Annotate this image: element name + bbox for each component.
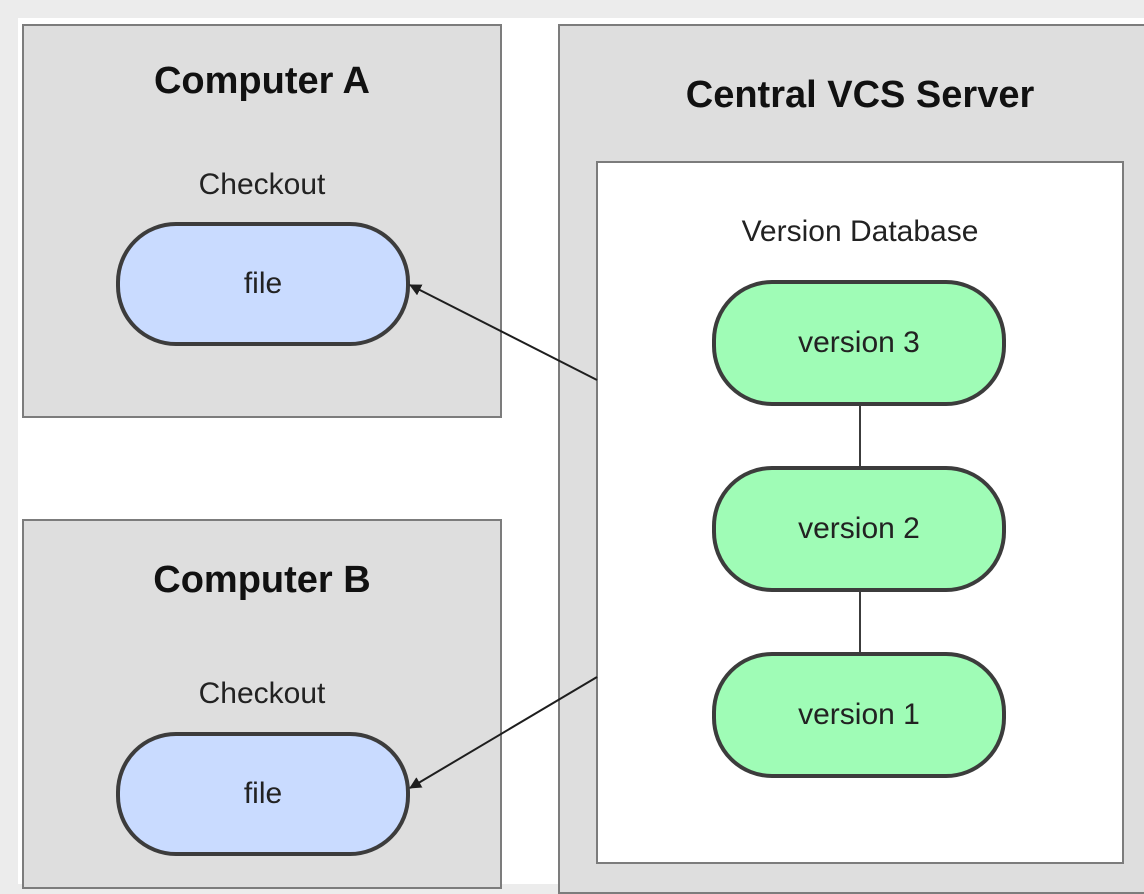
server-title: Central VCS Server — [685, 74, 1035, 116]
version-3-label: version 3 — [798, 326, 920, 359]
version-database-label: Version Database — [741, 215, 979, 248]
computer-b-file-label: file — [243, 777, 283, 810]
computer-a-file: file — [116, 222, 410, 346]
computer-a-checkout-label: Checkout — [198, 168, 326, 201]
computer-b-file: file — [116, 732, 410, 856]
computer-a-file-label: file — [243, 267, 283, 300]
computer-b-checkout-label: Checkout — [198, 677, 326, 710]
version-2: version 2 — [712, 466, 1006, 592]
computer-a-title: Computer A — [153, 60, 371, 102]
version-2-label: version 2 — [798, 512, 920, 545]
computer-b-title: Computer B — [153, 559, 371, 601]
arrow-to-computer-b — [409, 676, 598, 789]
computer-a-box: Computer A Checkout file — [22, 24, 502, 418]
version-1: version 1 — [712, 652, 1006, 778]
version-3: version 3 — [712, 280, 1006, 406]
version-1-label: version 1 — [798, 698, 920, 731]
arrow-to-computer-a — [409, 284, 598, 381]
